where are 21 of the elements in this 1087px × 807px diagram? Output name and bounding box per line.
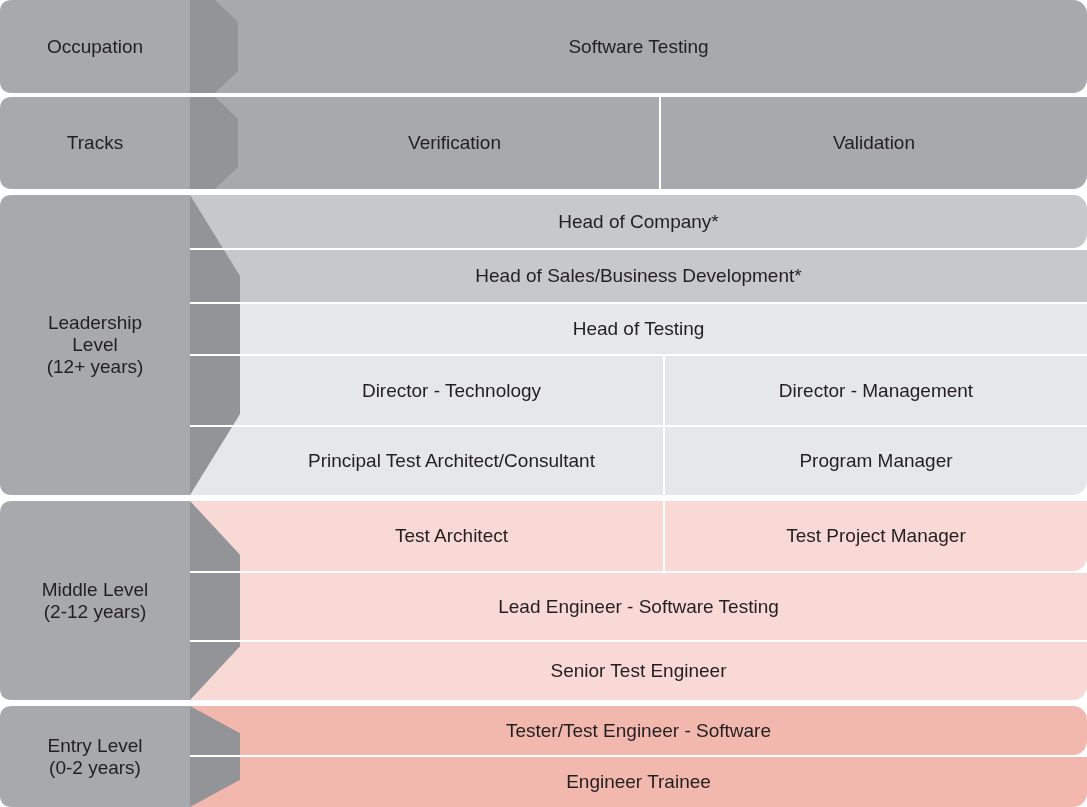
table-cell: Principal Test Architect/Consultant — [190, 427, 663, 495]
table-cell: Test Architect — [190, 501, 663, 571]
table-cell: Tester/Test Engineer - Software — [190, 706, 1087, 755]
table-cell: Verification — [190, 97, 659, 189]
row-header: Entry Level (0-2 years) — [0, 706, 190, 807]
row-header: Leadership Level (12+ years) — [0, 195, 190, 495]
table-cell: Head of Company* — [190, 195, 1087, 248]
table-cell: Lead Engineer - Software Testing — [190, 573, 1087, 640]
table-cell: Head of Sales/Business Development* — [190, 250, 1087, 302]
row-header: Occupation — [0, 0, 190, 93]
table-cell: Head of Testing — [190, 304, 1087, 354]
table-cell: Director - Management — [665, 356, 1087, 425]
table-cell: Test Project Manager — [665, 501, 1087, 571]
table-cell: Software Testing — [190, 0, 1087, 93]
table-cell: Senior Test Engineer — [190, 642, 1087, 700]
table-cell: Program Manager — [665, 427, 1087, 495]
row-header: Middle Level (2-12 years) — [0, 501, 190, 700]
table-cell: Validation — [661, 97, 1087, 189]
row-header: Tracks — [0, 97, 190, 189]
table-cell: Director - Technology — [190, 356, 663, 425]
table-cell: Engineer Trainee — [190, 757, 1087, 807]
